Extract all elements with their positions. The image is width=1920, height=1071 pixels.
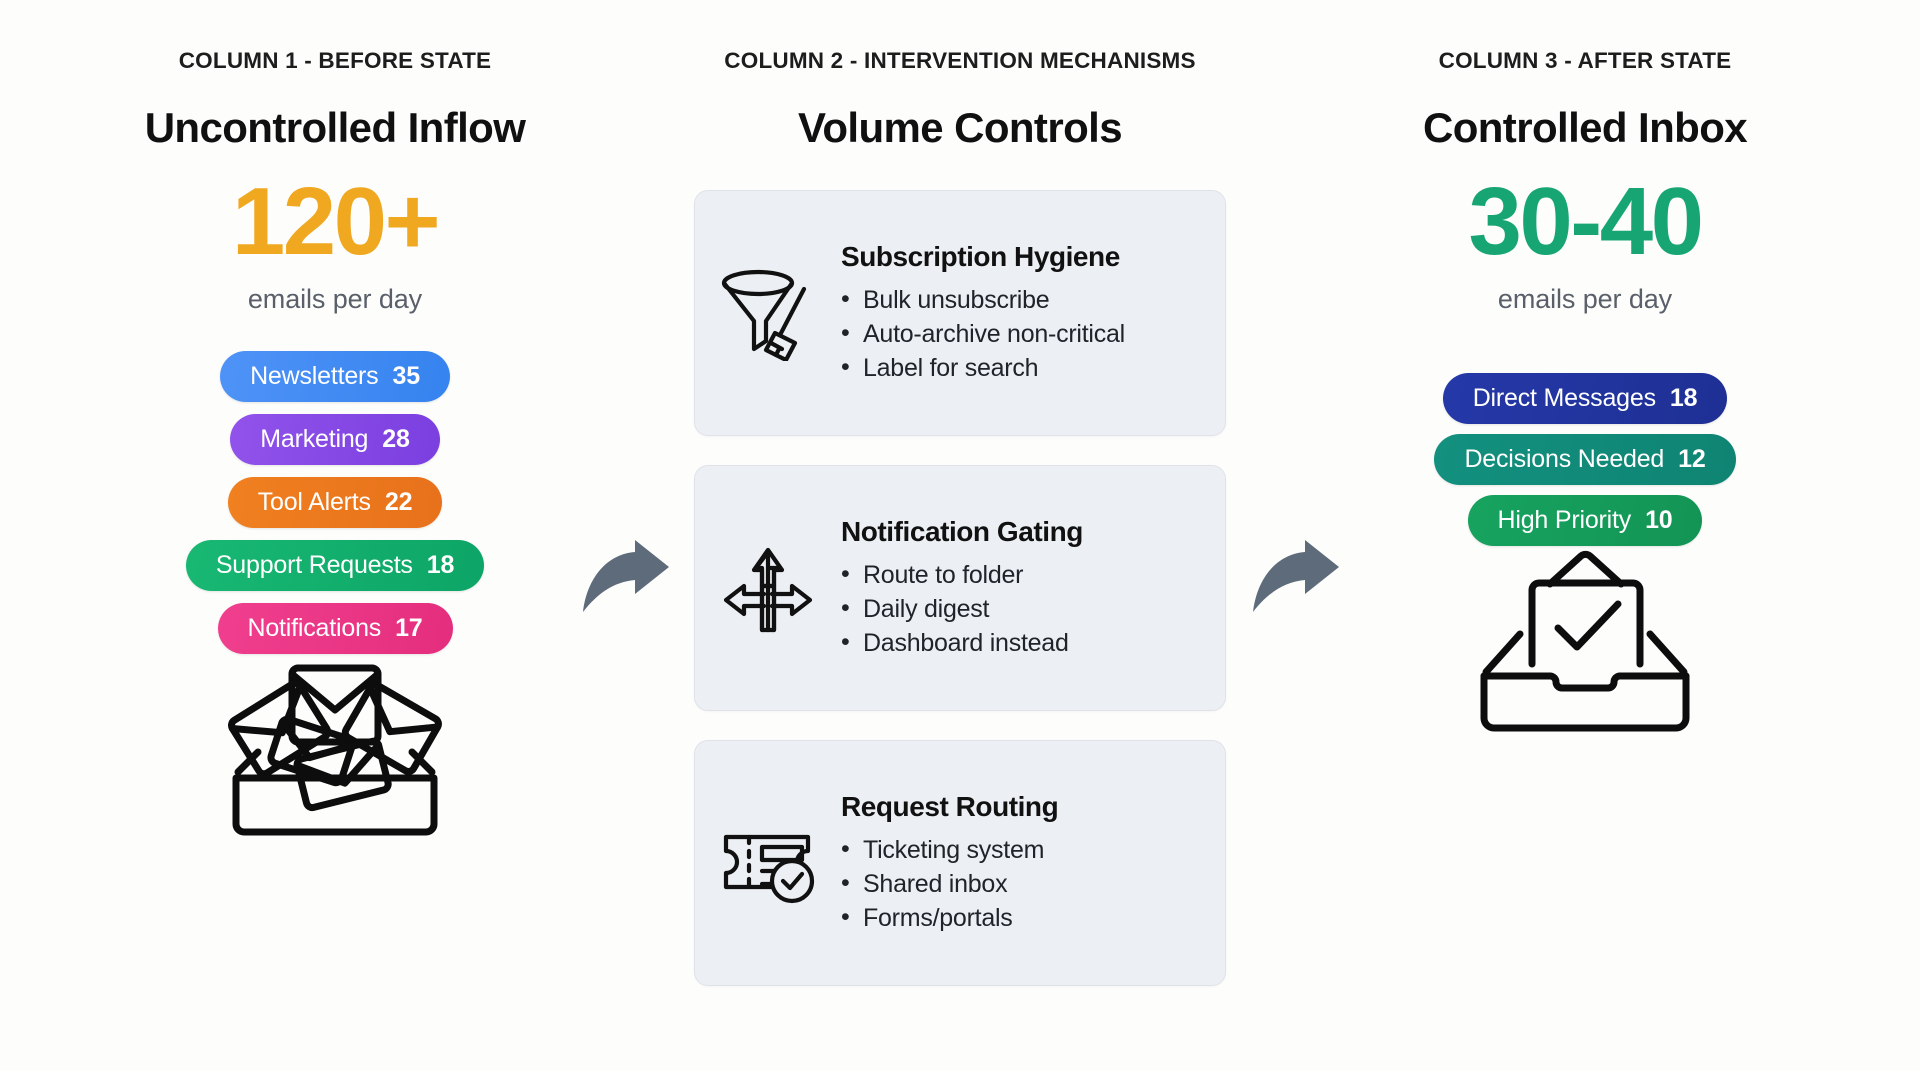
curved-arrow-right-icon (1247, 538, 1343, 616)
before-category-pills: Newsletters 35 Marketing 28 Tool Alerts … (100, 351, 570, 654)
pill-decisions-needed[interactable]: Decisions Needed 12 (1434, 434, 1736, 485)
ticket-check-icon (713, 821, 823, 905)
pill-notifications[interactable]: Notifications 17 (217, 603, 453, 654)
branching-arrows-icon (713, 542, 823, 634)
card-bullet: Label for search (841, 350, 1199, 385)
pill-count: 18 (1669, 384, 1698, 412)
card-body: Notification Gating Route to folder Dail… (841, 516, 1199, 660)
pill-direct-messages[interactable]: Direct Messages 18 (1442, 373, 1728, 424)
column-1-kicker: COLUMN 1 - BEFORE STATE (178, 48, 492, 73)
pill-label: High Priority (1497, 506, 1632, 534)
column-2-kicker: COLUMN 2 - INTERVENTION MECHANISMS (724, 48, 1196, 73)
tidy-inbox-illustration (1476, 546, 1694, 766)
tidy-inbox-check-icon (1476, 546, 1694, 736)
card-bullet: Dashboard instead (841, 625, 1199, 660)
pill-high-priority[interactable]: High Priority 10 (1467, 495, 1703, 546)
column-3-kicker: COLUMN 3 - AFTER STATE (1438, 48, 1732, 73)
card-bullet: Forms/portals (841, 900, 1199, 935)
before-stat-block: 120+ emails per day (231, 168, 441, 315)
card-title: Request Routing (841, 791, 1059, 822)
card-notification-gating[interactable]: Notification Gating Route to folder Dail… (694, 465, 1226, 711)
pill-label: Tool Alerts (257, 488, 371, 516)
mechanism-card-stack: Subscription Hygiene Bulk unsubscribe Au… (694, 190, 1226, 986)
card-title: Notification Gating (841, 516, 1083, 547)
card-body: Request Routing Ticketing system Shared … (841, 791, 1199, 935)
pill-label: Support Requests (215, 551, 413, 579)
card-subscription-hygiene[interactable]: Subscription Hygiene Bulk unsubscribe Au… (694, 190, 1226, 436)
after-stat-number: 30-40 (1468, 168, 1704, 275)
card-bullet-list: Route to folder Daily digest Dashboard i… (841, 557, 1199, 660)
pill-label: Marketing (260, 425, 369, 453)
overflowing-inbox-icon (220, 654, 450, 844)
pill-label: Direct Messages (1472, 384, 1656, 412)
pill-count: 28 (382, 425, 410, 453)
pill-support-requests[interactable]: Support Requests 18 (185, 540, 485, 591)
pill-marketing[interactable]: Marketing 28 (230, 414, 440, 465)
pill-count: 12 (1678, 445, 1706, 473)
column-3-title: Controlled Inbox (1422, 104, 1748, 151)
column-2-title: Volume Controls (798, 104, 1123, 151)
pill-count: 10 (1645, 506, 1673, 534)
card-bullet: Route to folder (841, 557, 1199, 592)
after-category-pills: Direct Messages 18 Decisions Needed 12 H… (1350, 373, 1820, 546)
pill-count: 35 (392, 362, 420, 390)
before-stat-number: 120+ (231, 168, 441, 275)
after-stat-block: 30-40 emails per day (1468, 168, 1704, 315)
card-bullet: Shared inbox (841, 866, 1199, 901)
after-stat-caption: emails per day (1497, 284, 1673, 314)
pill-count: 18 (426, 551, 455, 579)
card-bullet: Auto-archive non-critical (841, 316, 1199, 351)
overflowing-inbox-illustration (220, 654, 450, 874)
pill-count: 17 (395, 614, 423, 642)
curved-arrow-right-icon (577, 538, 673, 616)
card-bullet: Ticketing system (841, 832, 1199, 867)
card-bullet: Bulk unsubscribe (841, 282, 1199, 317)
column-1-title: Uncontrolled Inflow (144, 104, 526, 151)
pill-label: Notifications (247, 614, 382, 642)
pill-label: Decisions Needed (1464, 445, 1665, 473)
card-body: Subscription Hygiene Bulk unsubscribe Au… (841, 241, 1199, 385)
column-after-state: COLUMN 3 - AFTER STATE Controlled Inbox … (1350, 48, 1820, 766)
column-intervention-mechanisms: COLUMN 2 - INTERVENTION MECHANISMS Volum… (680, 48, 1240, 986)
card-bullet-list: Bulk unsubscribe Auto-archive non-critic… (841, 282, 1199, 385)
pill-tool-alerts[interactable]: Tool Alerts 22 (227, 477, 443, 528)
before-stat-caption: emails per day (247, 284, 423, 314)
pill-label: Newsletters (250, 362, 379, 390)
card-title: Subscription Hygiene (841, 241, 1120, 272)
card-bullet: Daily digest (841, 591, 1199, 626)
card-bullet-list: Ticketing system Shared inbox Forms/port… (841, 832, 1199, 935)
funnel-broom-icon (713, 265, 823, 361)
arrow-middle-to-after (1240, 48, 1350, 616)
pill-count: 22 (384, 488, 413, 516)
column-before-state: COLUMN 1 - BEFORE STATE Uncontrolled Inf… (100, 48, 570, 874)
pill-newsletters[interactable]: Newsletters 35 (220, 351, 450, 402)
arrow-before-to-middle (570, 48, 680, 616)
card-request-routing[interactable]: Request Routing Ticketing system Shared … (694, 740, 1226, 986)
